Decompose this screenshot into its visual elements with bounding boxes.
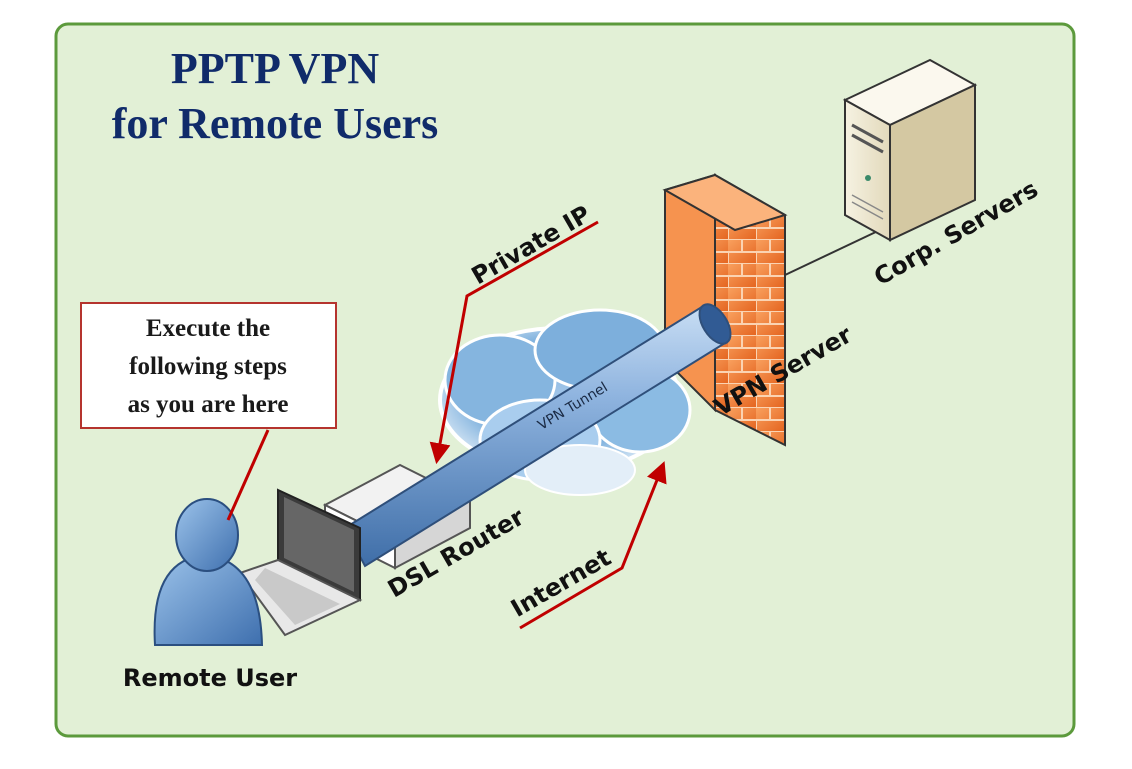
remote-user-label: Remote User [123,664,297,692]
callout-line2: following steps [129,353,287,380]
callout-line3: as you are here [128,391,289,418]
instruction-callout [80,302,337,429]
user-icon [153,498,264,646]
diagram-title-line1: PPTP VPN [171,44,379,93]
internet-arrow [519,461,667,630]
callout-line1: Execute the [146,315,270,342]
callout-pointer [226,429,270,521]
laptop-icon [238,488,363,637]
private-ip-arrow [429,220,599,465]
diagram-title-line2: for Remote Users [112,99,439,148]
server-link-line [784,229,881,276]
vpn-tunnel: VPN Tunnel [343,303,732,568]
server-icon [842,58,978,242]
